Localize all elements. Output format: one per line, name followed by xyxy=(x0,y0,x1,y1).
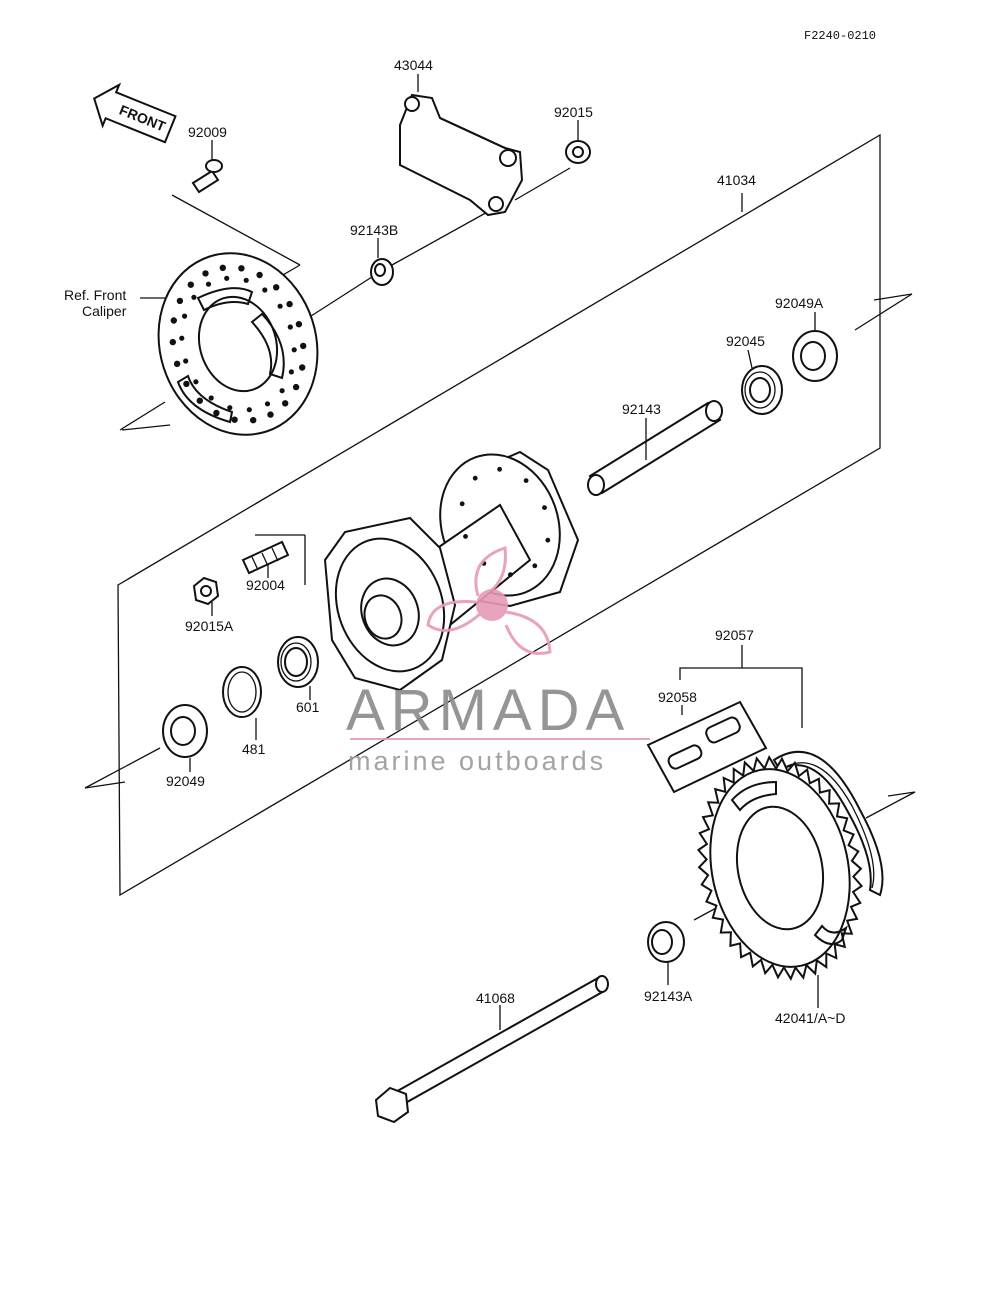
nut-92015A xyxy=(192,576,220,606)
label-42041: 42041/A~D xyxy=(775,1010,845,1026)
label-92049: 92049 xyxy=(166,773,205,789)
nut-92015 xyxy=(565,140,591,164)
stud-92004 xyxy=(241,540,290,575)
label-601: 601 xyxy=(296,699,320,715)
label-92143B: 92143B xyxy=(350,222,398,238)
sleeve-92143 xyxy=(587,400,723,496)
wheel-hub xyxy=(323,450,580,692)
label-92015A: 92015A xyxy=(185,618,234,634)
label-481: 481 xyxy=(242,741,266,757)
label-92057: 92057 xyxy=(715,627,754,643)
brake-disc xyxy=(157,252,319,436)
label-41068: 41068 xyxy=(476,990,515,1006)
axle-41068 xyxy=(374,975,609,1124)
bearing-601 xyxy=(277,636,319,688)
assembly-outline xyxy=(117,133,881,897)
leader-92057 xyxy=(679,667,803,728)
part-labels: 43044 92015 92009 41034 92143B Ref. Fron… xyxy=(64,57,845,1026)
label-92009: 92009 xyxy=(188,124,227,140)
label-92143: 92143 xyxy=(622,401,661,417)
label-92049A: 92049A xyxy=(775,295,824,311)
circlip-481 xyxy=(222,666,262,718)
caliper-bracket-43044 xyxy=(399,93,524,217)
leader-92045 xyxy=(747,349,753,369)
watermark: ARMADA marine outboards xyxy=(346,546,650,776)
propeller-logo-icon xyxy=(426,546,552,655)
bearing-92045 xyxy=(741,365,783,415)
watermark-subtitle: marine outboards xyxy=(348,746,606,776)
bearing-92049A xyxy=(792,330,838,382)
watermark-title: ARMADA xyxy=(346,678,630,743)
label-43044: 43044 xyxy=(394,57,433,73)
label-92045: 92045 xyxy=(726,333,765,349)
ref-note-line1: Ref. Front xyxy=(64,287,126,303)
label-41034: 41034 xyxy=(717,172,756,188)
label-92143A: 92143A xyxy=(644,988,693,1004)
rear-sprocket xyxy=(696,754,864,982)
figure-code: F2240-0210 xyxy=(804,29,876,43)
bearing-92049 xyxy=(162,704,208,758)
front-arrow-icon: FRONT xyxy=(93,82,177,144)
ref-note-line2: Caliper xyxy=(82,303,127,319)
guide-lines xyxy=(84,167,916,921)
collar-92143B xyxy=(370,258,394,286)
bolt-92009 xyxy=(191,159,223,194)
label-92004: 92004 xyxy=(246,577,285,593)
label-92058: 92058 xyxy=(658,689,697,705)
master-link-92058 xyxy=(646,700,768,794)
collar-92143A xyxy=(647,921,685,963)
label-92015: 92015 xyxy=(554,104,593,120)
